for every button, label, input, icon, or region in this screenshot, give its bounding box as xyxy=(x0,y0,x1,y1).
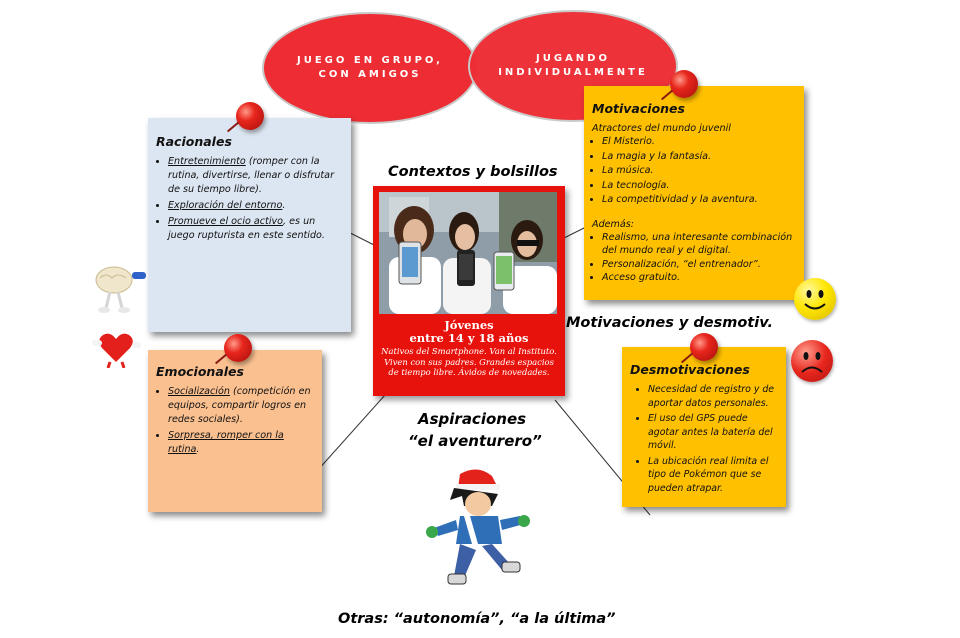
individual-play-ellipse: JUGANDO INDIVIDUALMENTE xyxy=(468,10,678,122)
racionales-note: Racionales Entretenimiento (romper con l… xyxy=(148,118,351,332)
list-item: La ubicación real limita el tipo de Poké… xyxy=(648,455,780,496)
individual-play-label: JUGANDO INDIVIDUALMENTE xyxy=(498,53,648,78)
center-subtitle: entre 14 y 18 años xyxy=(409,331,529,345)
item-text: , es un juego rupturista en este sentido… xyxy=(168,216,325,241)
item-text: (competición en equipos, compartir logro… xyxy=(168,386,311,425)
item-text: . xyxy=(282,200,286,211)
racionales-title: Racionales xyxy=(156,134,232,149)
list-item: Entretenimiento (romper con la rutina, d… xyxy=(168,155,343,197)
desmotivaciones-list: Necesidad de registro y de aportar datos… xyxy=(630,383,780,495)
pokemon-trainer-illustration xyxy=(426,469,530,585)
list-item: Acceso gratuito. xyxy=(602,271,797,285)
list-item: Personalización, “el entrenador”. xyxy=(602,258,797,272)
aventurero-label: “el aventurero” xyxy=(408,432,542,450)
list-item: Promueve el ocio activo, es un juego rup… xyxy=(168,215,343,243)
emocionales-title: Emocionales xyxy=(156,364,244,379)
motivaciones-note: Motivaciones Atractores del mundo juveni… xyxy=(584,86,804,300)
emocionales-note: Emocionales Socialización (competición e… xyxy=(148,350,322,512)
desmotivaciones-note: Desmotivaciones Necesidad de registro y … xyxy=(622,347,786,507)
group-play-label: JUEGO EN GRUPO, CON AMIGOS xyxy=(297,55,443,80)
pushpin-icon xyxy=(224,334,252,362)
center-title-block: Jóvenes entre 14 y 18 años xyxy=(373,319,565,345)
brain-icon xyxy=(95,266,146,313)
list-item: Necesidad de registro y de aportar datos… xyxy=(648,383,780,410)
pushpin-icon xyxy=(690,333,718,361)
item-keyword: Promueve el ocio activo xyxy=(168,216,284,227)
list-item: La música. xyxy=(602,164,797,179)
list-item: Sorpresa, romper con la rutina. xyxy=(168,429,314,457)
group-play-ellipse: JUEGO EN GRUPO, CON AMIGOS xyxy=(262,12,478,124)
center-title: Jóvenes xyxy=(444,318,494,332)
list-item: Socialización (competición en equipos, c… xyxy=(168,385,314,427)
item-text: . xyxy=(196,444,200,455)
item-keyword: Socialización xyxy=(168,386,230,397)
list-item: Exploración del entorno. xyxy=(168,199,343,213)
racionales-list: Entretenimiento (romper con la rutina, d… xyxy=(156,155,343,243)
center-card: Jóvenes entre 14 y 18 años Nativos del S… xyxy=(373,186,565,396)
center-description: Nativos del Smartphone. Van al Instituto… xyxy=(381,346,557,377)
list-item: El Misterio. xyxy=(602,135,797,150)
emocionales-list: Socialización (competición en equipos, c… xyxy=(156,385,314,457)
list-item: La competitividad y la aventura. xyxy=(602,193,797,208)
list-item: La tecnología. xyxy=(602,179,797,194)
youth-photo-illustration xyxy=(379,192,557,314)
item-keyword: Sorpresa, romper con la rutina xyxy=(168,430,284,455)
item-text: (romper con la rutina, divertirse, llena… xyxy=(168,156,335,195)
pushpin-icon xyxy=(236,102,264,130)
list-item: La magia y la fantasía. xyxy=(602,150,797,165)
item-keyword: Exploración del entorno xyxy=(168,200,283,211)
otras-label: Otras: “autonomía”, “a la última” xyxy=(338,611,616,627)
motivaciones-extra-list: Realismo, una interesante combinación de… xyxy=(592,231,797,285)
heart-icon xyxy=(92,333,141,368)
pushpin-icon xyxy=(670,70,698,98)
contexts-heading: Contextos y bolsillos xyxy=(388,164,558,180)
item-keyword: Entretenimiento xyxy=(168,156,246,167)
youth-photo xyxy=(379,192,557,314)
desmotivaciones-title: Desmotivaciones xyxy=(630,362,750,377)
motivaciones-desmotiv-label: Motivaciones y desmotiv. xyxy=(566,315,773,331)
list-item: El uso del GPS puede agotar antes la bat… xyxy=(648,412,780,453)
list-item: Realismo, una interesante combinación de… xyxy=(602,231,797,258)
happy-face-icon xyxy=(794,278,836,320)
motivaciones-list: El Misterio. La magia y la fantasía. La … xyxy=(592,135,797,208)
motivaciones-extra-label: Además: xyxy=(592,218,635,230)
motivaciones-intro: Atractores del mundo juvenil xyxy=(592,123,731,134)
aspiraciones-label: Aspiraciones xyxy=(418,410,527,428)
sad-face-icon xyxy=(791,340,833,382)
motivaciones-title: Motivaciones xyxy=(592,101,685,116)
